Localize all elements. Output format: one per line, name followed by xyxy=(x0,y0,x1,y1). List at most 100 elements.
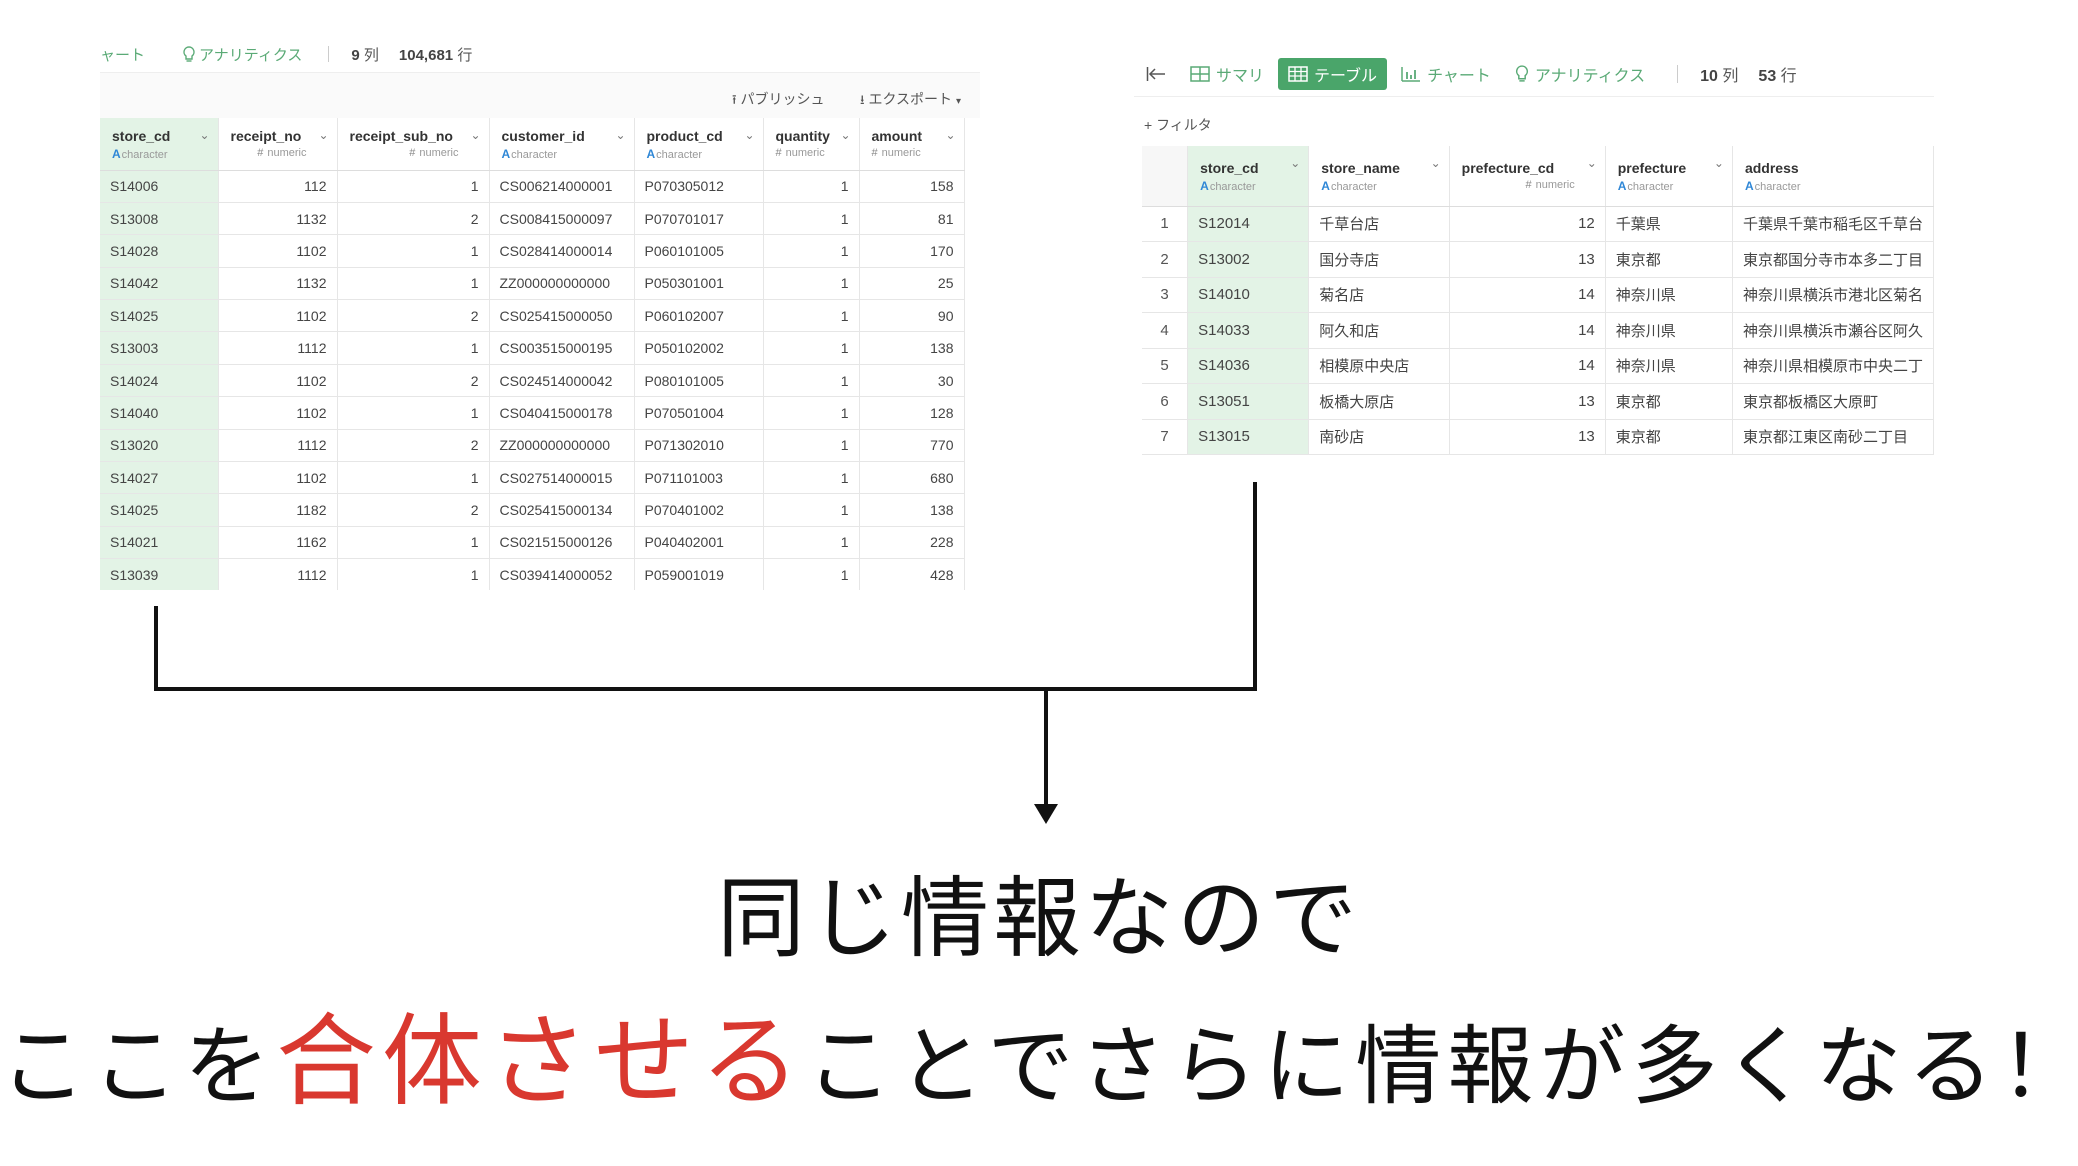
table-cell[interactable]: 東京都 xyxy=(1605,241,1733,278)
table-cell[interactable]: 1132 xyxy=(218,202,338,236)
table-cell[interactable]: 14 xyxy=(1449,312,1606,349)
table-cell[interactable]: P050301001 xyxy=(634,267,764,301)
table-cell[interactable]: P080101005 xyxy=(634,364,764,398)
table-cell[interactable]: 1 xyxy=(763,558,860,590)
table-cell[interactable]: P070305012 xyxy=(634,170,764,203)
table-cell[interactable]: 国分寺店 xyxy=(1308,241,1450,278)
table-cell[interactable]: 112 xyxy=(218,170,338,203)
table-cell[interactable]: 2 xyxy=(337,202,490,236)
table-cell[interactable]: 1 xyxy=(337,461,490,495)
tab-chart[interactable]: ャート xyxy=(100,44,145,65)
table-cell[interactable]: 東京都 xyxy=(1605,383,1733,420)
table-cell[interactable]: 1 xyxy=(337,331,490,365)
table-cell[interactable]: 2 xyxy=(337,299,490,333)
table-cell[interactable]: ZZ000000000000 xyxy=(489,267,635,301)
table-cell[interactable]: P059001019 xyxy=(634,558,764,590)
chevron-down-icon[interactable]: ⌄ xyxy=(1586,156,1597,170)
table-cell[interactable]: 13 xyxy=(1449,383,1606,420)
table-cell[interactable]: S12014 xyxy=(1187,206,1310,242)
chevron-down-icon[interactable]: ⌄ xyxy=(945,128,956,142)
table-cell[interactable]: 神奈川県 xyxy=(1605,277,1733,313)
table-cell[interactable]: S14028 xyxy=(100,234,219,268)
table-cell[interactable]: S13020 xyxy=(100,429,219,463)
table-cell[interactable]: CS025415000134 xyxy=(489,493,635,527)
table-cell[interactable]: 90 xyxy=(859,299,965,333)
table-cell[interactable]: 13 xyxy=(1449,419,1606,455)
table-cell[interactable]: 81 xyxy=(859,202,965,236)
table-cell[interactable]: 1 xyxy=(337,170,490,203)
table-cell[interactable]: 神奈川県相模原市中央二丁 xyxy=(1732,348,1934,384)
table-cell[interactable]: 158 xyxy=(859,170,965,203)
table-cell[interactable]: 阿久和店 xyxy=(1308,312,1450,349)
table-cell[interactable]: 2 xyxy=(337,429,490,463)
table-cell[interactable]: 1 xyxy=(763,461,860,495)
table-cell[interactable]: S14027 xyxy=(100,461,219,495)
table-cell[interactable]: 千葉県千葉市稲毛区千草台 xyxy=(1732,206,1934,242)
table-cell[interactable]: P070501004 xyxy=(634,396,764,430)
table-cell[interactable]: 1102 xyxy=(218,396,338,430)
column-header-amount[interactable]: amount#numeric⌄ xyxy=(859,118,965,171)
chevron-down-icon[interactable]: ⌄ xyxy=(470,128,481,142)
table-cell[interactable]: 南砂店 xyxy=(1308,419,1450,455)
table-cell[interactable]: 東京都国分寺市本多二丁目 xyxy=(1732,241,1934,278)
table-cell[interactable]: 東京都江東区南砂二丁目 xyxy=(1732,419,1934,455)
table-cell[interactable]: CS025415000050 xyxy=(489,299,635,333)
table-cell[interactable]: P050102002 xyxy=(634,331,764,365)
table-cell[interactable]: 428 xyxy=(859,558,965,590)
table-cell[interactable]: 1102 xyxy=(218,364,338,398)
table-cell[interactable]: 1112 xyxy=(218,429,338,463)
table-cell[interactable]: P071101003 xyxy=(634,461,764,495)
table-cell[interactable]: 神奈川県 xyxy=(1605,348,1733,384)
table-cell[interactable]: 2 xyxy=(337,493,490,527)
export-button[interactable]: ⭳ エクスポート ▾ xyxy=(860,89,961,113)
table-cell[interactable]: S14010 xyxy=(1187,277,1310,313)
table-cell[interactable]: P060101005 xyxy=(634,234,764,268)
column-header-receipt-no[interactable]: receipt_no#numeric⌄ xyxy=(218,118,338,171)
table-cell[interactable]: P060102007 xyxy=(634,299,764,333)
table-cell[interactable]: S14036 xyxy=(1187,348,1310,384)
table-cell[interactable]: 2 xyxy=(337,364,490,398)
table-cell[interactable]: S14025 xyxy=(100,493,219,527)
table-cell[interactable]: 菊名店 xyxy=(1308,277,1450,313)
table-cell[interactable]: 1162 xyxy=(218,526,338,560)
table-cell[interactable]: 1 xyxy=(763,429,860,463)
table-cell[interactable]: P070701017 xyxy=(634,202,764,236)
table-cell[interactable]: 128 xyxy=(859,396,965,430)
table-cell[interactable]: 1 xyxy=(763,202,860,236)
table-cell[interactable]: 1 xyxy=(337,558,490,590)
table-cell[interactable]: S13051 xyxy=(1187,383,1310,420)
table-cell[interactable]: 1 xyxy=(337,234,490,268)
publish-button[interactable]: ⭱ パブリッシュ xyxy=(732,89,824,113)
table-cell[interactable]: 神奈川県 xyxy=(1605,312,1733,349)
table-cell[interactable]: 1 xyxy=(763,493,860,527)
table-cell[interactable]: 680 xyxy=(859,461,965,495)
table-cell[interactable]: CS028414000014 xyxy=(489,234,635,268)
table-cell[interactable]: 138 xyxy=(859,493,965,527)
table-cell[interactable]: S14042 xyxy=(100,267,219,301)
table-cell[interactable]: ZZ000000000000 xyxy=(489,429,635,463)
table-cell[interactable]: 千草台店 xyxy=(1308,206,1450,242)
table-cell[interactable]: P070401002 xyxy=(634,493,764,527)
table-cell[interactable]: 1102 xyxy=(218,234,338,268)
table-cell[interactable]: 1 xyxy=(763,526,860,560)
table-cell[interactable]: 1182 xyxy=(218,493,338,527)
table-cell[interactable]: 12 xyxy=(1449,206,1606,242)
table-cell[interactable]: 1 xyxy=(337,267,490,301)
tab-summary[interactable]: サマリ xyxy=(1180,58,1274,90)
table-cell[interactable]: 170 xyxy=(859,234,965,268)
table-cell[interactable]: CS003515000195 xyxy=(489,331,635,365)
table-cell[interactable]: S13002 xyxy=(1187,241,1310,278)
table-cell[interactable]: 相模原中央店 xyxy=(1308,348,1450,384)
table-cell[interactable]: CS008415000097 xyxy=(489,202,635,236)
table-cell[interactable]: CS024514000042 xyxy=(489,364,635,398)
column-header-receipt-sub-no[interactable]: receipt_sub_no#numeric⌄ xyxy=(337,118,490,171)
table-cell[interactable]: 138 xyxy=(859,331,965,365)
collapse-left-icon[interactable] xyxy=(1146,66,1166,82)
tab-table[interactable]: テーブル xyxy=(1278,58,1388,90)
table-cell[interactable]: 神奈川県横浜市港北区菊名 xyxy=(1732,277,1934,313)
table-cell[interactable]: S14025 xyxy=(100,299,219,333)
table-cell[interactable]: P040402001 xyxy=(634,526,764,560)
